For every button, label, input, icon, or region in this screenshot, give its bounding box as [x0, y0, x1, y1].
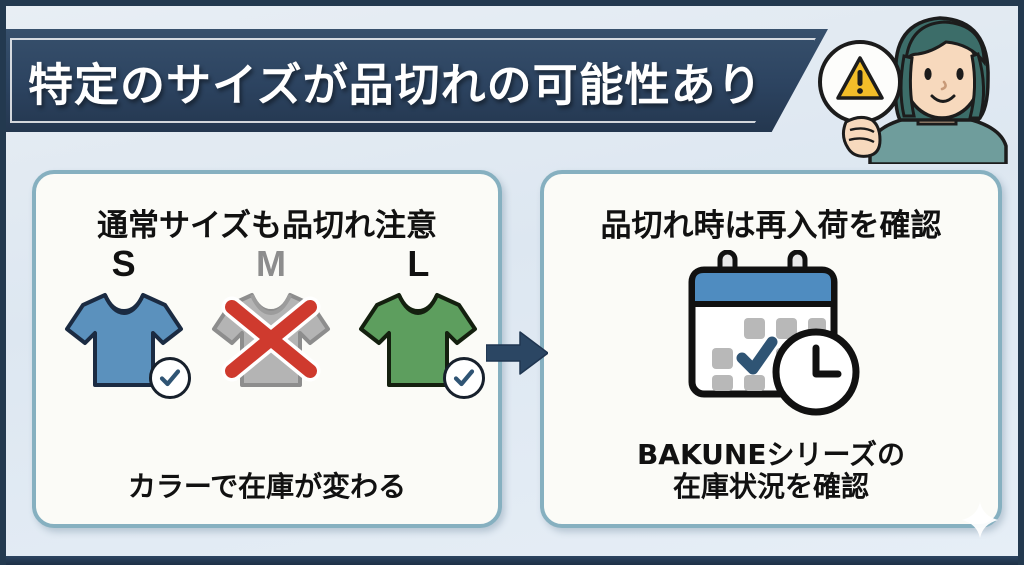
shirt-cell-m[interactable]: M — [201, 246, 341, 393]
sold-out-cross — [221, 296, 321, 382]
shirt-icon-s — [63, 285, 191, 399]
shirt-cell-l[interactable]: L — [348, 243, 488, 399]
frame-bottom-edge — [0, 556, 1024, 565]
frame-right-edge — [1018, 0, 1024, 565]
flow-arrow-icon — [485, 330, 549, 376]
shirt-icon-l — [357, 285, 486, 399]
calendar-clock-icon — [676, 249, 866, 420]
character-illustration — [818, 4, 1024, 166]
size-label-m: M — [255, 243, 286, 284]
shirt-icon-m — [210, 285, 332, 393]
card-right-restock[interactable]: 品切れ時は再入荷を確認 — [540, 170, 1002, 528]
shirt-row: S M — [50, 243, 492, 399]
sparkle-decoration-icon — [960, 500, 1000, 540]
card-left-title: 通常サイズも品切れ注意 — [96, 208, 438, 244]
card-right-title: 品切れ時は再入荷を確認 — [600, 208, 942, 244]
card-right-caption: BAKUNEシリーズの 在庫状況を確認 — [544, 439, 998, 502]
card-right-caption-line-2: 在庫状況を確認 — [672, 469, 869, 503]
frame-left-edge — [0, 0, 6, 565]
banner-title: 特定のサイズが品切れの可能性あり — [28, 58, 763, 111]
frame-top-edge — [0, 0, 1024, 6]
card-left-caption-line-1: カラーで在庫が変わる — [127, 469, 407, 503]
header-banner: 特定のサイズが品切れの可能性あり — [0, 29, 828, 132]
size-label-s: S — [111, 243, 136, 284]
card-left-size-stock[interactable]: 通常サイズも品切れ注意 S — [32, 170, 502, 528]
stock-badge-check-s — [148, 357, 191, 399]
shirt-cell-s[interactable]: S — [54, 243, 194, 399]
card-left-caption: カラーで在庫が変わる — [36, 469, 498, 503]
size-label-l: L — [407, 243, 430, 284]
stock-badge-check-l — [443, 357, 486, 399]
card-right-caption-line-1: BAKUNEシリーズの — [636, 438, 906, 472]
